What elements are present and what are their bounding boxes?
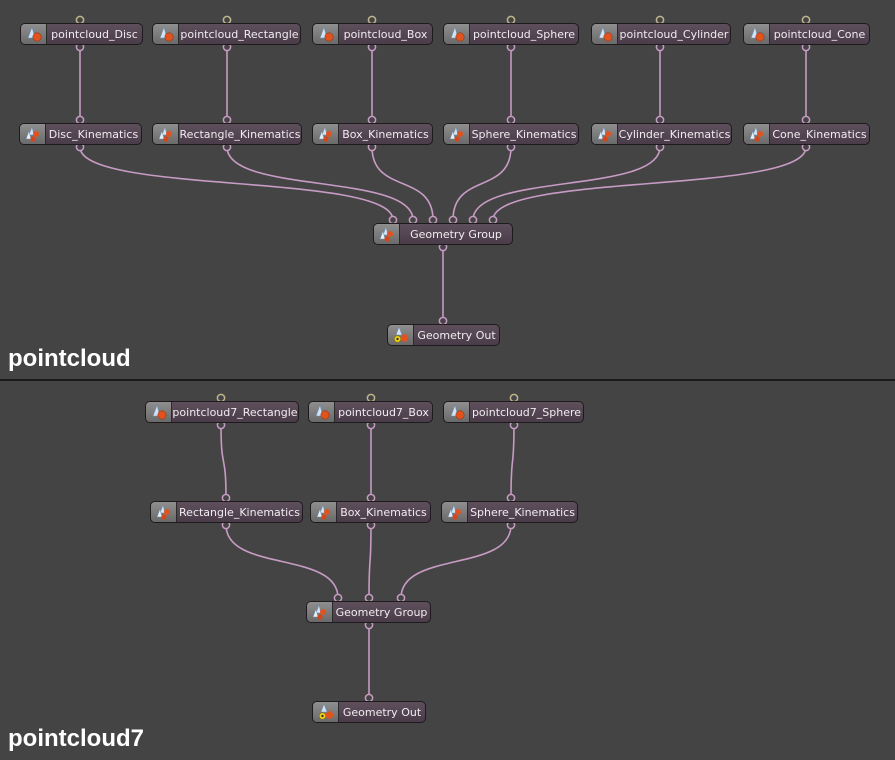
node-label: pointcloud_Disc: [51, 27, 138, 41]
connection-wire[interactable]: [510, 424, 515, 499]
wires-layer: [75, 15, 811, 326]
node-out[interactable]: Geometry Out: [387, 324, 500, 346]
node-pc-sphere[interactable]: pointcloud_Sphere: [443, 23, 579, 45]
node-label: pointcloud_Cone: [773, 27, 866, 41]
node-k-cone[interactable]: Cone_Kinematics: [743, 123, 870, 145]
node-label: Cone_Kinematics: [772, 127, 867, 141]
node-label: Geometry Out: [417, 328, 496, 342]
connection-wire[interactable]: [371, 146, 434, 221]
node-label: Geometry Group: [410, 227, 502, 241]
node-pc-rect[interactable]: pointcloud_Rectangle: [152, 23, 301, 45]
connection-wire[interactable]: [220, 424, 227, 499]
node-label: pointcloud_Box: [343, 27, 428, 41]
node-out[interactable]: Geometry Out: [312, 701, 426, 723]
connection-wire[interactable]: [492, 146, 807, 221]
wires-layer: [216, 393, 519, 703]
panel-divider[interactable]: [0, 379, 895, 381]
geometry-group-icon: [307, 602, 333, 622]
graph-panel-pointcloud[interactable]: pointcloud pointcloud_Disc pointcloud_Rec…: [0, 0, 895, 379]
pointcloud-icon: [444, 24, 470, 44]
node-label: pointcloud_Cylinder: [619, 27, 729, 41]
panel-title: pointcloud7: [8, 725, 144, 752]
node-label: pointcloud_Rectangle: [180, 27, 299, 41]
node-label: pointcloud7_Rectangle: [172, 405, 298, 419]
kinematics-icon: [311, 502, 337, 522]
node-group[interactable]: Geometry Group: [373, 223, 513, 245]
kinematics-icon: [313, 124, 339, 144]
node-label: pointcloud_Sphere: [472, 27, 576, 41]
pointcloud-icon: [313, 24, 339, 44]
node-label: Rectangle_Kinematics: [179, 127, 301, 141]
node-label: Geometry Out: [342, 705, 422, 719]
pointcloud-icon: [309, 402, 335, 422]
node-label: Box_Kinematics: [340, 505, 427, 519]
node-label: Rectangle_Kinematics: [179, 505, 300, 519]
node-k-rect[interactable]: Rectangle_Kinematics: [152, 123, 302, 145]
node-k-rect[interactable]: Rectangle_Kinematics: [150, 501, 303, 523]
kinematics-icon: [153, 124, 179, 144]
kinematics-icon: [20, 124, 46, 144]
kinematics-icon: [151, 502, 177, 522]
node-k-box[interactable]: Box_Kinematics: [312, 123, 433, 145]
pointcloud-icon: [592, 24, 618, 44]
geometry-out-icon: [388, 325, 414, 345]
node-pc-box[interactable]: pointcloud7_Box: [308, 401, 433, 423]
node-k-sphere[interactable]: Sphere_Kinematics: [441, 501, 578, 523]
geometry-out-icon: [313, 702, 339, 722]
node-pc-rect[interactable]: pointcloud7_Rectangle: [145, 401, 299, 423]
kinematics-icon: [442, 502, 468, 522]
connection-wire[interactable]: [225, 524, 339, 599]
connection-wire[interactable]: [368, 524, 372, 599]
graph-panel-pointcloud7[interactable]: pointcloud7 pointcloud7_Rectangle pointcl…: [0, 381, 895, 760]
connection-wire[interactable]: [472, 146, 661, 221]
pointcloud-icon: [21, 24, 47, 44]
node-k-disc[interactable]: Disc_Kinematics: [19, 123, 142, 145]
pointcloud-icon: [153, 24, 179, 44]
node-label: Box_Kinematics: [342, 127, 429, 141]
node-label: pointcloud7_Sphere: [471, 405, 582, 419]
panel-title: pointcloud: [8, 345, 131, 372]
kinematics-icon: [744, 124, 770, 144]
node-label: Sphere_Kinematics: [470, 505, 575, 519]
kinematics-icon: [592, 124, 618, 144]
node-label: Cylinder_Kinematics: [618, 127, 731, 141]
node-pc-disc[interactable]: pointcloud_Disc: [20, 23, 143, 45]
connection-wire[interactable]: [452, 146, 512, 221]
geometry-group-icon: [374, 224, 400, 244]
connection-wire[interactable]: [400, 524, 512, 599]
node-k-sphere[interactable]: Sphere_Kinematics: [443, 123, 579, 145]
node-label: Sphere_Kinematics: [471, 127, 577, 141]
node-k-cyl[interactable]: Cylinder_Kinematics: [591, 123, 732, 145]
node-group[interactable]: Geometry Group: [306, 601, 431, 623]
node-label: pointcloud7_Box: [338, 405, 429, 419]
pointcloud-icon: [444, 402, 470, 422]
node-pc-box[interactable]: pointcloud_Box: [312, 23, 433, 45]
pointcloud-icon: [744, 24, 770, 44]
node-pc-sphere[interactable]: pointcloud7_Sphere: [443, 401, 584, 423]
pointcloud-icon: [146, 402, 172, 422]
kinematics-icon: [444, 124, 470, 144]
node-label: Disc_Kinematics: [48, 127, 139, 141]
node-pc-cone[interactable]: pointcloud_Cone: [743, 23, 870, 45]
node-k-box[interactable]: Box_Kinematics: [310, 501, 431, 523]
node-label: Geometry Group: [335, 605, 428, 619]
node-pc-cyl[interactable]: pointcloud_Cylinder: [591, 23, 731, 45]
connection-wire[interactable]: [79, 146, 394, 221]
connection-wire[interactable]: [226, 146, 414, 221]
